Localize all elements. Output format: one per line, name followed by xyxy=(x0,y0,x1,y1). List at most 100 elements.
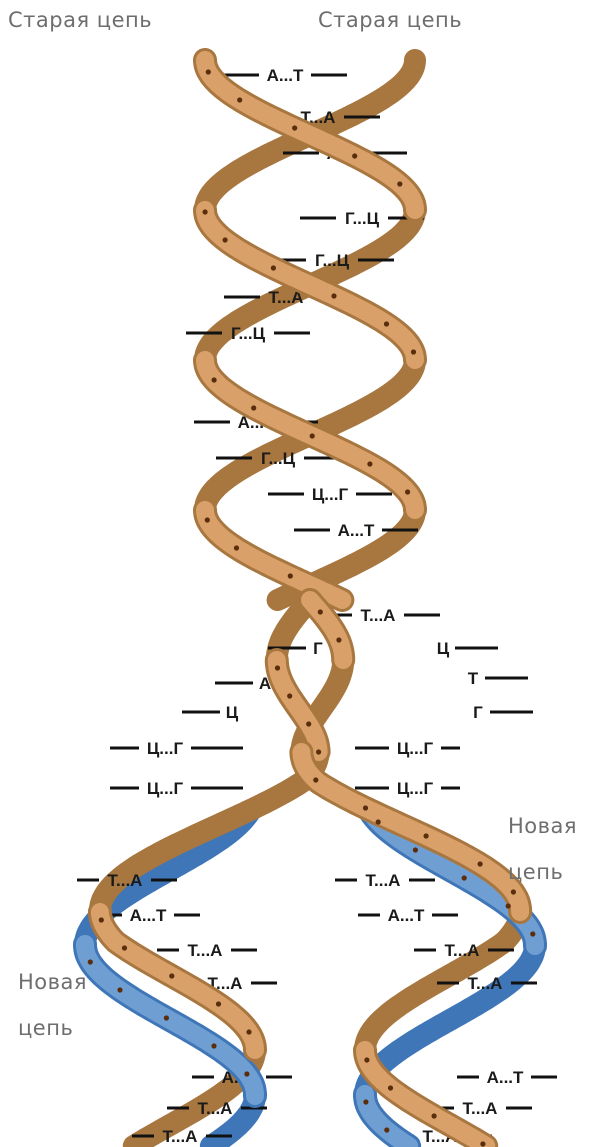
old-strand-b-dot xyxy=(405,489,410,494)
new-strand-label-right-line2: цепь xyxy=(508,860,563,884)
old-strand-b-dot xyxy=(237,97,242,102)
base-pair-top-6-label: Г...Ц xyxy=(231,324,266,343)
daughter-right-5-label: Т...А xyxy=(463,1099,498,1118)
unpaired-left-2: Ц xyxy=(182,703,239,722)
new-strand-right-dot xyxy=(506,903,511,908)
fork-right-1-label: Ц...Г xyxy=(397,779,434,798)
old-strand-right-dot xyxy=(432,1113,437,1118)
new-strand-left-dot xyxy=(117,987,122,992)
daughter-right-4: А...Т xyxy=(457,1068,557,1087)
unpaired-left-2-label: Ц xyxy=(226,703,239,722)
old-strand-label-left: Старая цепь xyxy=(8,8,152,32)
new-strand-label-left-line1: Новая xyxy=(18,970,87,994)
old-strand-a-dot xyxy=(205,517,210,522)
unpaired-right-0: Ц xyxy=(437,639,498,658)
base-pair-top-10-label: А...Т xyxy=(338,521,375,540)
daughter-right-1-label: А...Т xyxy=(388,906,425,925)
old-strand-left-dot xyxy=(287,693,292,698)
new-strand-left-dot xyxy=(164,1015,169,1020)
fork-right-0-label: Ц...Г xyxy=(397,739,434,758)
old-strand-left-dot xyxy=(316,749,321,754)
unpaired-right-1-label: Т xyxy=(468,669,479,688)
old-strand-b-dot xyxy=(292,125,297,130)
old-strand-left-dot xyxy=(306,721,311,726)
daughter-left-1-label: А...Т xyxy=(130,906,167,925)
unpaired-right-2: Г xyxy=(473,703,533,722)
old-strand-left-dot xyxy=(246,1029,251,1034)
fork-right-0: Ц...Г xyxy=(355,739,460,758)
base-pair-top-8-label: Г...Ц xyxy=(261,449,296,468)
old-strand-right-dot xyxy=(363,805,368,810)
old-strand-right-dot xyxy=(511,889,516,894)
old-strand-a-dot xyxy=(384,321,389,326)
unpaired-left-0-label: Г xyxy=(313,639,323,658)
daughter-right-0: Т...А xyxy=(335,871,435,890)
daughter-right-1: А...Т xyxy=(358,906,458,925)
new-strand-right-dot xyxy=(363,1099,368,1104)
new-strand-right-dot xyxy=(530,931,535,936)
unpaired-left-1: А xyxy=(215,674,271,693)
new-strand-right-dot xyxy=(462,875,467,880)
new-strand-right-dot xyxy=(384,1127,389,1132)
fork-left-0: Ц...Г xyxy=(110,739,243,758)
base-pair-top-4-label: Г...Ц xyxy=(315,251,350,270)
daughter-right-3-label: Т...А xyxy=(468,974,503,993)
base-pair-top-11-label: Т...А xyxy=(361,606,396,625)
old-strand-left-dot xyxy=(216,1001,221,1006)
old-strand-right-dot xyxy=(480,1141,485,1146)
old-strand-left-dot xyxy=(122,945,127,950)
daughter-left-0-label: Т...А xyxy=(108,871,143,890)
old-strand-left-dot xyxy=(169,973,174,978)
old-strand-right-dot xyxy=(388,1085,393,1090)
old-strand-label-right: Старая цепь xyxy=(318,8,462,32)
old-strand-b-dot xyxy=(212,377,217,382)
new-strand-right-dot xyxy=(376,819,381,824)
old-strand-b-dot xyxy=(251,405,256,410)
old-strand-right-dot xyxy=(478,861,483,866)
unpaired-right-0-label: Ц xyxy=(437,639,450,658)
old-strand-b-dot xyxy=(397,181,402,186)
daughter-left-6-label: Т...А xyxy=(163,1127,198,1146)
fork-left-1-label: Ц...Г xyxy=(147,779,184,798)
old-strand-b-dot xyxy=(310,433,315,438)
daughter-left-2: Т...А xyxy=(157,941,257,960)
base-pair-top-0: А...Т xyxy=(223,66,347,85)
old-strand-right-dot xyxy=(364,1057,369,1062)
new-strand-left-dot xyxy=(244,1071,249,1076)
fork-right-1: Ц...Г xyxy=(355,779,460,798)
old-strand-b-dot xyxy=(367,461,372,466)
old-strand-a-dot xyxy=(331,293,336,298)
old-strand-a-dot xyxy=(271,265,276,270)
base-pair-top-9: Ц...Г xyxy=(268,485,392,504)
old-strand-left-dot xyxy=(99,917,104,922)
base-pair-top-0-label: А...Т xyxy=(267,66,304,85)
old-strand-a-dot xyxy=(234,545,239,550)
daughter-left-2-label: Т...А xyxy=(188,941,223,960)
old-strand-a-dot xyxy=(223,237,228,242)
old-strand-b-dot xyxy=(352,153,357,158)
old-strand-right-dot xyxy=(318,609,323,614)
old-strand-left-dot xyxy=(275,665,280,670)
unpaired-right-2-label: Г xyxy=(473,703,483,722)
new-strand-label-left-line2: цепь xyxy=(18,1016,73,1040)
daughter-right-4-label: А...Т xyxy=(487,1068,524,1087)
daughter-left-5-label: Т...А xyxy=(198,1099,233,1118)
daughter-right-2-label: Т...А xyxy=(445,941,480,960)
fork-left-1: Ц...Г xyxy=(110,779,243,798)
old-strand-right-dot xyxy=(424,833,429,838)
old-strand-right-dot xyxy=(313,777,318,782)
old-strand-a-dot xyxy=(288,573,293,578)
old-strand-b-dot xyxy=(206,69,211,74)
daughter-right-0-label: Т...А xyxy=(366,871,401,890)
unpaired-right-1: Т xyxy=(468,669,528,688)
base-pair-top-9-label: Ц...Г xyxy=(312,485,349,504)
new-strand-left-dot xyxy=(211,1043,216,1048)
new-strand-right-dot xyxy=(413,847,418,852)
new-strand-left-dot xyxy=(88,959,93,964)
old-strand-a-dot xyxy=(203,209,208,214)
new-strand-label-right-line1: Новая xyxy=(508,814,577,838)
old-strand-right-dot xyxy=(336,637,341,642)
fork-left-0-label: Ц...Г xyxy=(147,739,184,758)
